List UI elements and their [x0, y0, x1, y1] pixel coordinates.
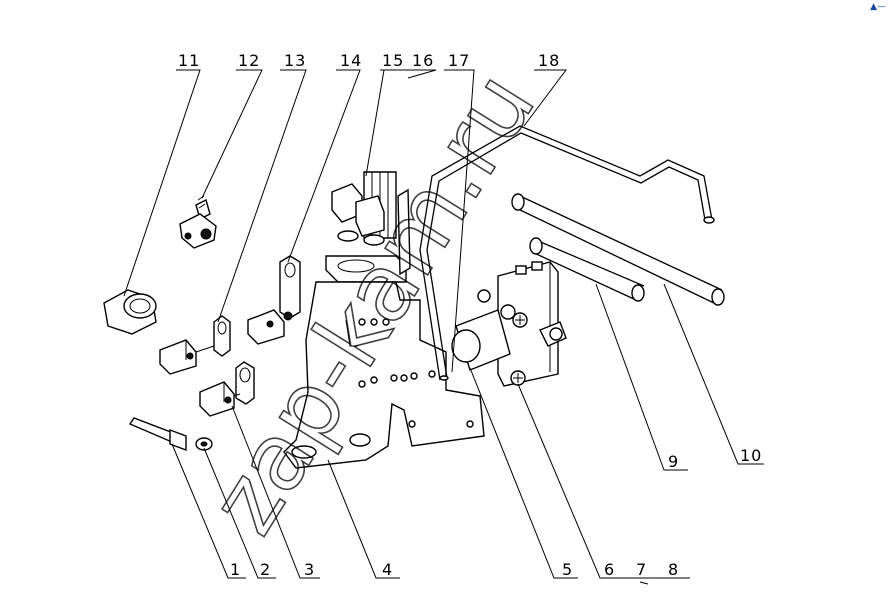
- part-3-bracket: [199, 361, 255, 417]
- part-9-rod: [529, 237, 645, 302]
- callout-labels: 11 12 13 14 15 16 17 18 1 2 3 4 5 6 7 8 …: [178, 51, 762, 579]
- callout-7: 7: [636, 560, 647, 579]
- leader-lines: [123, 69, 764, 585]
- callout-16: 16: [412, 51, 434, 70]
- corner-mark: ▲—: [870, 2, 886, 12]
- callout-2: 2: [260, 560, 271, 579]
- part-11-bushing: [103, 289, 157, 335]
- part-5-valve-body: [451, 261, 567, 387]
- part-10-rod: [511, 193, 725, 306]
- callout-9: 9: [668, 452, 679, 471]
- part-13-bracket: [159, 315, 231, 375]
- callout-8: 8: [668, 560, 679, 579]
- callout-5: 5: [562, 560, 573, 579]
- callout-11: 11: [178, 51, 200, 70]
- part-15-16-switch-block: [331, 171, 397, 246]
- callout-3: 3: [304, 560, 315, 579]
- callout-13: 13: [284, 51, 306, 70]
- callout-1: 1: [230, 560, 241, 579]
- callout-15: 15: [382, 51, 404, 70]
- part-18-pipe: [419, 125, 715, 381]
- part-12-fitting: [179, 195, 217, 249]
- part-4-main-bracket: [283, 281, 485, 469]
- callout-14: 14: [340, 51, 362, 70]
- part-17-plate: [325, 188, 411, 283]
- callout-4: 4: [382, 560, 393, 579]
- callout-17: 17: [448, 51, 470, 70]
- callout-12: 12: [238, 51, 260, 70]
- callout-18: 18: [538, 51, 560, 70]
- part-1-bolt: [128, 417, 213, 452]
- callout-6: 6: [604, 560, 615, 579]
- callout-10: 10: [740, 446, 762, 465]
